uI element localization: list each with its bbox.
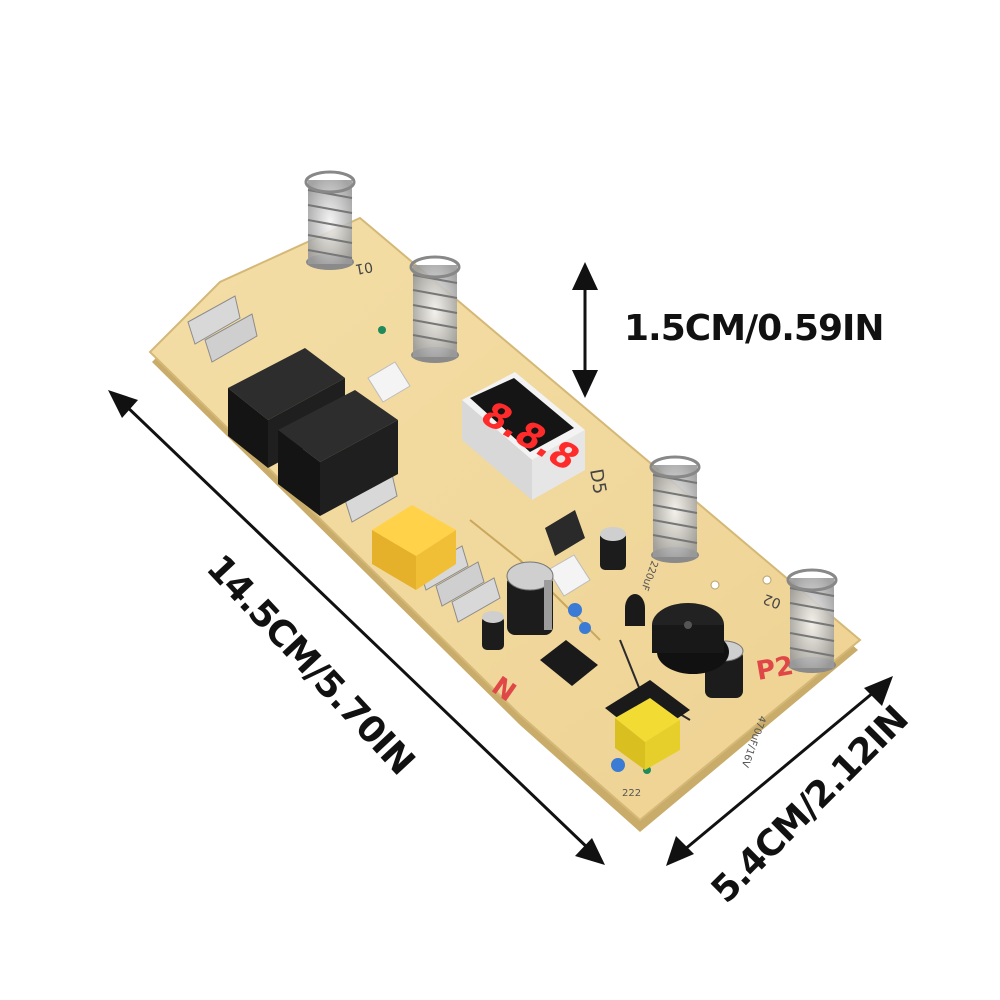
- electrolytic-capacitor-large: [506, 561, 554, 635]
- transformer: [605, 680, 690, 770]
- connector-sensor: [367, 361, 411, 403]
- height-dimension-label: 1.5CM/0.59IN: [624, 308, 885, 349]
- yellow-x-capacitor: [372, 505, 456, 590]
- width-dimension-arrow: [666, 676, 893, 866]
- seven-segment-display: 8.8.8: [462, 372, 589, 500]
- marking-01: 01: [354, 258, 374, 277]
- ic-chip: [540, 640, 598, 686]
- marking-02: 02: [761, 590, 783, 611]
- ceramic-capacitors: [568, 603, 625, 772]
- transistor-2: [625, 594, 645, 626]
- marking-p2: P2: [754, 651, 796, 687]
- spring-contact-4: [786, 568, 838, 673]
- buzzer: [652, 603, 729, 674]
- spade-terminals-top: [187, 295, 258, 363]
- spring-contact-2: [409, 255, 461, 363]
- marking-d5: D5: [585, 467, 610, 496]
- spring-contact-3: [649, 455, 701, 563]
- electrolytic-capacitor-small-2: [600, 527, 626, 570]
- connector-pump: [547, 554, 591, 597]
- electrolytic-capacitor-small-1: [482, 611, 504, 650]
- height-dimension-arrow: [572, 262, 598, 398]
- transistor-1: [545, 510, 585, 556]
- relay-2: [278, 390, 398, 516]
- ref-222: 222: [622, 788, 641, 799]
- length-dimension-arrow: [108, 390, 605, 865]
- spring-contact-1: [304, 170, 356, 270]
